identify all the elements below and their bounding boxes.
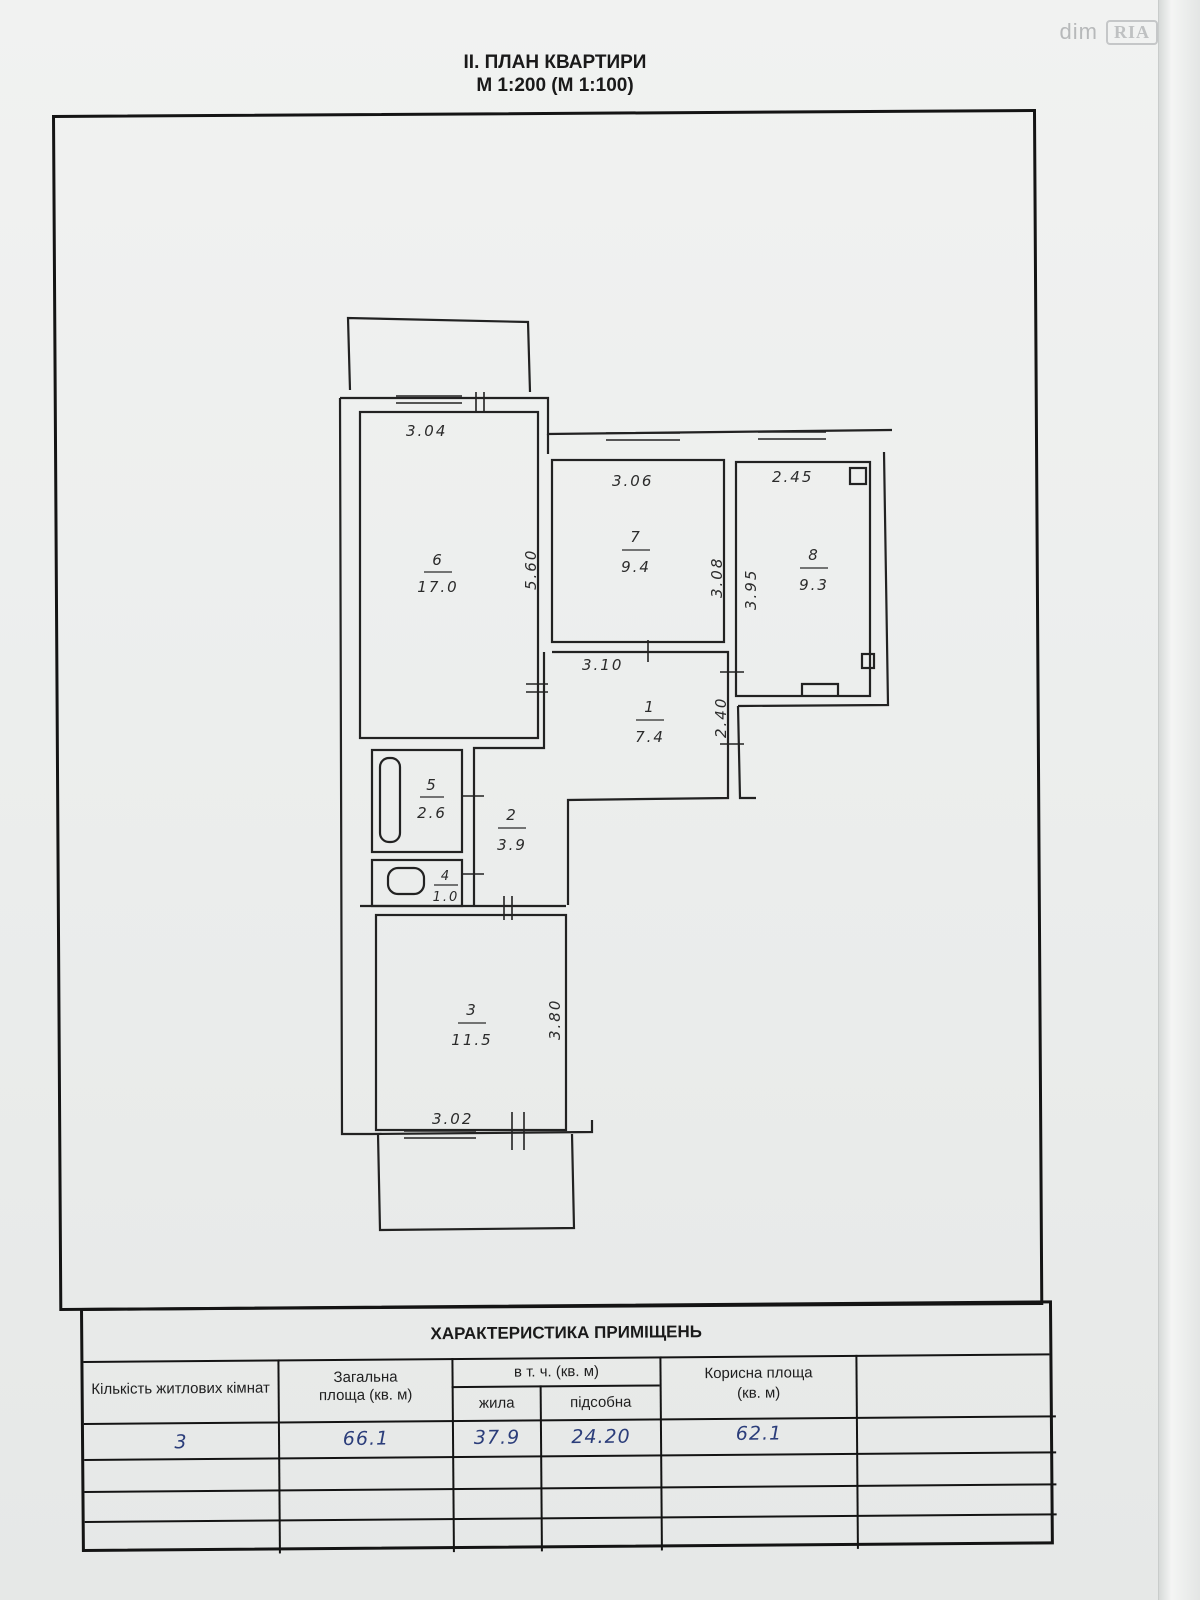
room-number: 2: [506, 806, 518, 824]
dimension-labels: 3.04 3.06 2.45 3.10 3.02 5.60 3.08 3.95 …: [406, 422, 813, 1128]
plan-title: ІІ. ПЛАН КВАРТИРИ: [463, 52, 647, 73]
dimension: 3.10: [582, 656, 623, 674]
col-header-auxiliary: підсобна: [569, 1393, 632, 1412]
table-title: ХАРАКТЕРИСТИКА ПРИМІЩЕНЬ: [83, 1303, 1050, 1363]
outer-wall-top: [340, 396, 893, 436]
balcony-top: [346, 316, 532, 393]
stove: [848, 466, 868, 486]
room-area: 1.0: [433, 890, 460, 905]
dimension: 3.80: [546, 999, 564, 1040]
value-total-area: 66.1: [342, 1427, 390, 1450]
col-header-total-area: Загальна площа (кв. м): [318, 1368, 413, 1405]
room-area: 2.6: [417, 804, 447, 822]
room-1-outline: [552, 650, 730, 905]
col-header-living: жила: [478, 1394, 515, 1412]
dimension: 2.40: [712, 697, 730, 738]
toilet: [386, 866, 426, 896]
balcony-bottom: [376, 1133, 576, 1232]
room-area: 9.3: [799, 576, 829, 594]
window-marks: [396, 392, 826, 1150]
room-labels: 6 17.0 7 9.4 8 9.3 1 7.4 5 2.6 2 3.9 4 1…: [417, 528, 829, 1049]
dimension: 3.06: [612, 472, 653, 490]
dimension: 5.60: [522, 549, 540, 590]
bathtub: [378, 756, 402, 844]
room-area: 9.4: [621, 558, 651, 576]
col-header-useful-area: Корисна площа (кв. м): [704, 1364, 813, 1402]
outer-wall-bottom: [371, 1120, 594, 1136]
dimension: 3.95: [742, 569, 760, 610]
dimension: 2.45: [772, 468, 813, 486]
room-area: 7.4: [635, 728, 665, 746]
premises-characteristics-table: ХАРАКТЕРИСТИКА ПРИМІЩЕНЬ Кількість житло…: [80, 1300, 1057, 1554]
room-area: 17.0: [417, 578, 458, 596]
outer-wall-left: [338, 397, 372, 1136]
room-6-outline: [358, 410, 540, 740]
underlying-page-edge: [1158, 0, 1200, 1600]
watermark: dim RIA: [1060, 12, 1158, 52]
outer-wall-right: [737, 451, 890, 708]
value-auxiliary-area: 24.20: [571, 1425, 631, 1449]
col-header-living-rooms-count: Кількість житлових кімнат: [91, 1379, 270, 1398]
value-living-rooms-count: 3: [174, 1431, 188, 1454]
value-living-area: 37.9: [473, 1426, 521, 1449]
room-area: 11.5: [451, 1031, 492, 1049]
room-3-outline: [374, 913, 568, 1132]
dimension: 3.08: [708, 557, 726, 598]
watermark-text: dim: [1059, 19, 1098, 44]
watermark-badge: RIA: [1105, 19, 1158, 45]
value-useful-area: 62.1: [735, 1422, 783, 1445]
room-7-outline: [550, 458, 726, 644]
col-header-including: в т. ч. (кв. м): [513, 1362, 600, 1381]
room-number: 8: [808, 546, 820, 564]
room-5-outline: [370, 748, 464, 854]
floor-plan-drawing: 6 17.0 7 9.4 8 9.3 1 7.4 5 2.6 2 3.9 4 1…: [338, 316, 893, 1232]
dimension: 3.02: [432, 1110, 473, 1128]
room-area: 3.9: [497, 836, 527, 854]
plan-walls: [338, 316, 893, 1232]
dimension: 3.04: [406, 422, 447, 440]
room-number: 1: [644, 698, 656, 716]
room-number: 3: [466, 1001, 478, 1019]
room-number: 7: [630, 528, 642, 546]
plan-scale: М 1:200 (М 1:100): [476, 75, 634, 96]
room-number: 5: [426, 776, 438, 794]
room-number: 4: [441, 869, 451, 884]
room-number: 6: [432, 551, 444, 569]
